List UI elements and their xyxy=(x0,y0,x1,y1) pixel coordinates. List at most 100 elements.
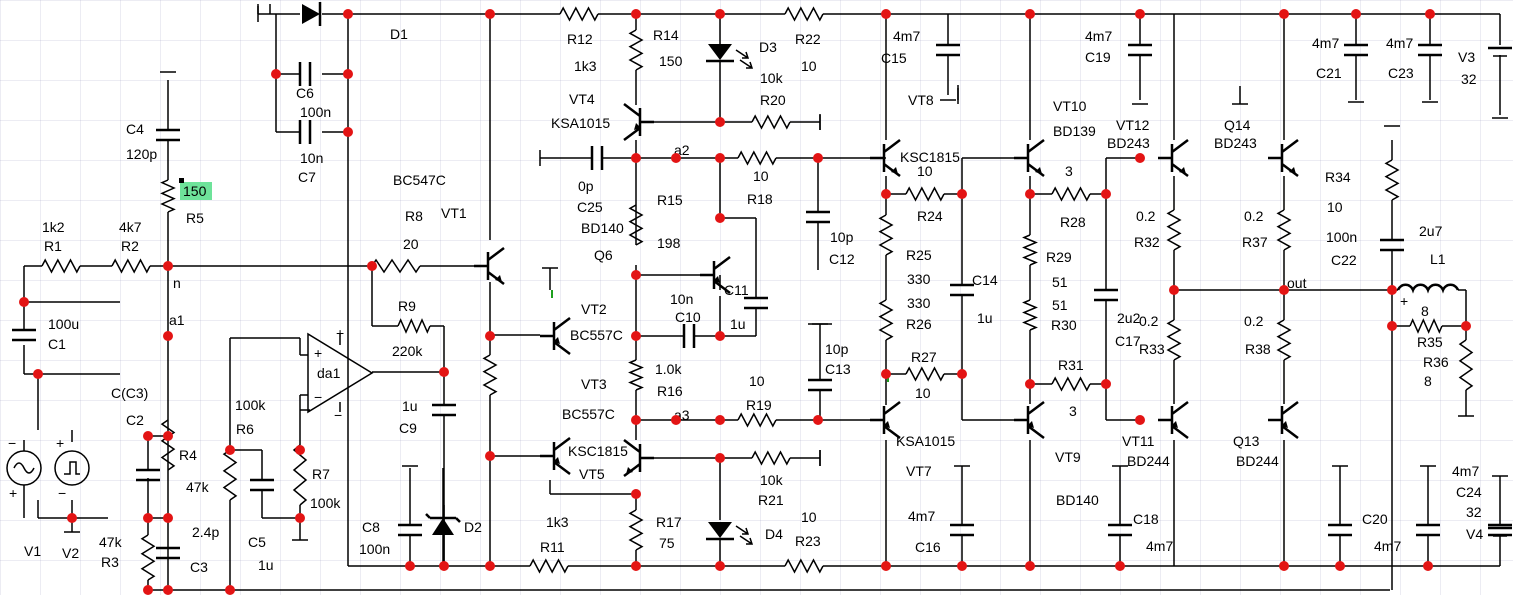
junction-node[interactable] xyxy=(1101,379,1111,389)
junction-node[interactable] xyxy=(1101,189,1111,199)
junction-node[interactable] xyxy=(957,561,967,571)
junction-node[interactable] xyxy=(715,331,725,341)
junction-node[interactable] xyxy=(163,331,173,341)
junction-node[interactable] xyxy=(1423,561,1433,571)
junction-node[interactable] xyxy=(485,451,495,461)
junction-node[interactable] xyxy=(1135,9,1145,19)
transistor xyxy=(870,139,901,177)
junction-node[interactable] xyxy=(485,561,495,571)
component-label: 8 xyxy=(1424,373,1432,389)
junction-node[interactable] xyxy=(225,585,235,595)
capacitor xyxy=(744,296,768,310)
junction-node[interactable] xyxy=(1387,321,1397,331)
junction-node[interactable] xyxy=(143,431,153,441)
junction-node[interactable] xyxy=(143,513,153,523)
junction-node[interactable] xyxy=(1425,9,1435,19)
junction-node[interactable] xyxy=(19,297,29,307)
junction-node[interactable] xyxy=(1279,285,1289,295)
junction-node[interactable] xyxy=(367,261,377,271)
junction-node[interactable] xyxy=(67,513,77,523)
component-label: R11 xyxy=(540,539,565,555)
component-label: 10k xyxy=(760,70,784,86)
junction-node[interactable] xyxy=(631,331,641,341)
junction-node[interactable] xyxy=(715,415,725,425)
junction-node[interactable] xyxy=(439,561,449,571)
junction-node[interactable] xyxy=(813,153,823,163)
junction-node[interactable] xyxy=(485,9,495,19)
junction-node[interactable] xyxy=(1279,9,1289,19)
junction-node[interactable] xyxy=(343,9,353,19)
junction-node[interactable] xyxy=(957,369,967,379)
capacitor xyxy=(950,283,974,297)
capacitor xyxy=(156,128,180,142)
junction-node[interactable] xyxy=(343,69,353,79)
junction-node[interactable] xyxy=(225,445,235,455)
junction-node[interactable] xyxy=(485,331,495,341)
junction-node[interactable] xyxy=(439,367,449,377)
component-label: 10 xyxy=(801,509,817,525)
junction-node[interactable] xyxy=(1335,561,1345,571)
junction-node[interactable] xyxy=(271,69,281,79)
junction-node[interactable] xyxy=(631,489,641,499)
junction-node[interactable] xyxy=(631,415,641,425)
junction-node[interactable] xyxy=(813,415,823,425)
component-label: 10 xyxy=(801,58,817,74)
junction-node[interactable] xyxy=(631,153,641,163)
transistor xyxy=(1268,139,1299,177)
junction-node[interactable] xyxy=(631,9,641,19)
junction-node[interactable] xyxy=(1025,9,1035,19)
junction-node[interactable] xyxy=(881,189,891,199)
component-label: R8 xyxy=(405,208,423,224)
capacitor xyxy=(432,403,456,417)
junction-node[interactable] xyxy=(957,189,967,199)
junction-node[interactable] xyxy=(1387,285,1397,295)
junction-node[interactable] xyxy=(405,561,415,571)
junction-node[interactable] xyxy=(33,369,43,379)
junction-node[interactable] xyxy=(715,213,725,223)
junction-node[interactable] xyxy=(715,561,725,571)
junction-node[interactable] xyxy=(715,9,725,19)
junction-node[interactable] xyxy=(1135,153,1145,163)
junction-node[interactable] xyxy=(715,453,725,463)
junction-node[interactable] xyxy=(163,431,173,441)
junction-node[interactable] xyxy=(1025,561,1035,571)
junction-node[interactable] xyxy=(1115,561,1125,571)
resistor xyxy=(1051,186,1091,202)
junction-node[interactable] xyxy=(715,117,725,127)
component-label: R9 xyxy=(398,298,416,314)
component-label: R23 xyxy=(795,533,821,549)
selected-value-r5[interactable]: 150 xyxy=(179,178,212,200)
component-label: R3 xyxy=(101,554,119,570)
junction-node[interactable] xyxy=(295,513,305,523)
junction-node[interactable] xyxy=(163,585,173,595)
junction-node[interactable] xyxy=(631,270,641,280)
junction-node[interactable] xyxy=(1135,415,1145,425)
junction-node[interactable] xyxy=(163,261,173,271)
component-label: KSC1815 xyxy=(568,443,628,459)
junction-node[interactable] xyxy=(143,585,153,595)
junction-node[interactable] xyxy=(671,415,681,425)
component-label: BD140 xyxy=(1056,492,1099,508)
resistor xyxy=(1409,318,1443,334)
junction-node[interactable] xyxy=(163,513,173,523)
junction-node[interactable] xyxy=(1169,285,1179,295)
junction-node[interactable] xyxy=(1025,189,1035,199)
component-label: 32 xyxy=(1466,504,1482,520)
junction-node[interactable] xyxy=(295,445,305,455)
junction-node[interactable] xyxy=(671,153,681,163)
junction-node[interactable] xyxy=(881,9,891,19)
component-label: D4 xyxy=(765,526,783,542)
component-label: R26 xyxy=(906,316,932,332)
junction-node[interactable] xyxy=(1461,321,1471,331)
junction-node[interactable] xyxy=(881,561,891,571)
resistor xyxy=(751,114,791,130)
junction-node[interactable] xyxy=(631,561,641,571)
junction-node[interactable] xyxy=(1279,561,1289,571)
junction-node[interactable] xyxy=(1025,379,1035,389)
junction-node[interactable] xyxy=(343,127,353,137)
junction-node[interactable] xyxy=(715,153,725,163)
junction-node[interactable] xyxy=(1351,9,1361,19)
junction-node[interactable] xyxy=(881,369,891,379)
